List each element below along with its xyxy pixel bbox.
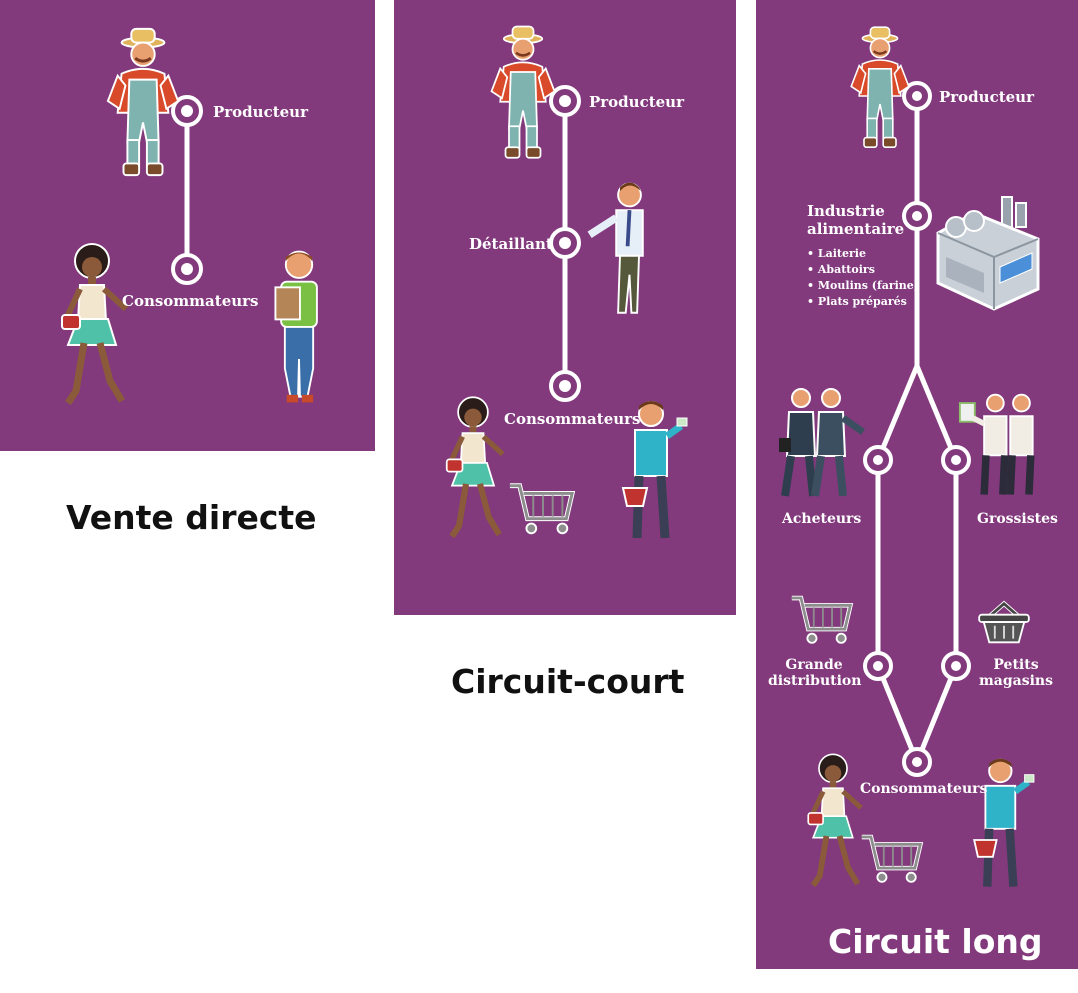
- caption-vente-directe: Vente directe: [66, 498, 317, 537]
- retailer-man-icon: [582, 178, 658, 324]
- node-petits-magasins: [941, 651, 971, 681]
- shopping-basket-icon: [976, 600, 1032, 646]
- node-detaillant: [549, 227, 581, 259]
- label-consommateurs: Consommateurs: [860, 781, 988, 797]
- shopping-cart-icon: [860, 828, 924, 890]
- industrie-item: Abattoirs: [807, 262, 919, 278]
- label-petits-magasins: Petits magasins: [978, 657, 1054, 689]
- caption-circuit-long: Circuit long: [828, 922, 1043, 961]
- label-industrie-line1: Industrie: [807, 202, 885, 220]
- label-grande-distribution: Grande distribution: [768, 657, 862, 689]
- node-consommateurs: [171, 253, 203, 285]
- label-petits-line1: Petits: [993, 657, 1039, 673]
- industrie-item: Plats préparés: [807, 294, 919, 310]
- circuit-court-diagram: [394, 0, 736, 615]
- woman-shopper-icon: [52, 240, 132, 412]
- shopping-cart-icon: [508, 478, 576, 540]
- label-acheteurs: Acheteurs: [782, 511, 862, 527]
- wholesalers-icon: [958, 388, 1042, 504]
- vente-directe-diagram: [0, 0, 375, 451]
- label-producteur: Producteur: [589, 93, 684, 111]
- farmer-icon: [104, 24, 182, 182]
- panel-circuit-court: Producteur Détaillant Consommateurs: [394, 0, 736, 615]
- node-grande-distribution: [863, 651, 893, 681]
- label-detaillant: Détaillant: [469, 235, 553, 253]
- woman-shopper-icon: [438, 394, 508, 544]
- man-with-basket-icon: [968, 756, 1042, 896]
- node-consommateurs: [902, 747, 932, 777]
- industrie-item: Laiterie: [807, 246, 919, 262]
- label-producteur: Producteur: [939, 88, 1034, 106]
- label-producteur: Producteur: [213, 103, 308, 121]
- circuit-long-diagram: [756, 0, 1078, 969]
- label-industrie-line2: alimentaire: [807, 220, 905, 238]
- node-grossistes: [941, 445, 971, 475]
- factory-icon: [934, 192, 1044, 314]
- panel-vente-directe: Producteur Consommateurs: [0, 0, 375, 451]
- label-petits-line2: magasins: [978, 673, 1053, 689]
- label-consommateurs: Consommateurs: [504, 410, 641, 428]
- label-consommateurs: Consommateurs: [122, 292, 259, 310]
- man-with-grocery-bag-icon: [266, 240, 332, 412]
- farmer-icon: [848, 22, 912, 154]
- shopping-cart-icon: [790, 592, 854, 648]
- node-producteur: [171, 95, 203, 127]
- node-acheteurs: [863, 445, 893, 475]
- node-consommateurs: [549, 370, 581, 402]
- industrie-item: Moulins (farine): [807, 278, 919, 294]
- node-producteur: [549, 85, 581, 117]
- label-grande-line1: Grande: [785, 657, 843, 673]
- node-producteur: [902, 81, 932, 111]
- panel-circuit-long: Producteur Industrie alimentaire Laiteri…: [756, 0, 1078, 969]
- businessmen-buyers-icon: [776, 384, 868, 504]
- woman-shopper-icon: [800, 750, 866, 894]
- industrie-items-list: Laiterie Abattoirs Moulins (farine) Plat…: [807, 246, 919, 310]
- label-grossistes: Grossistes: [977, 511, 1058, 527]
- node-industrie: [902, 201, 932, 231]
- caption-circuit-court: Circuit-court: [451, 662, 685, 701]
- label-grande-line2: distribution: [768, 673, 862, 689]
- farmer-icon: [488, 22, 558, 164]
